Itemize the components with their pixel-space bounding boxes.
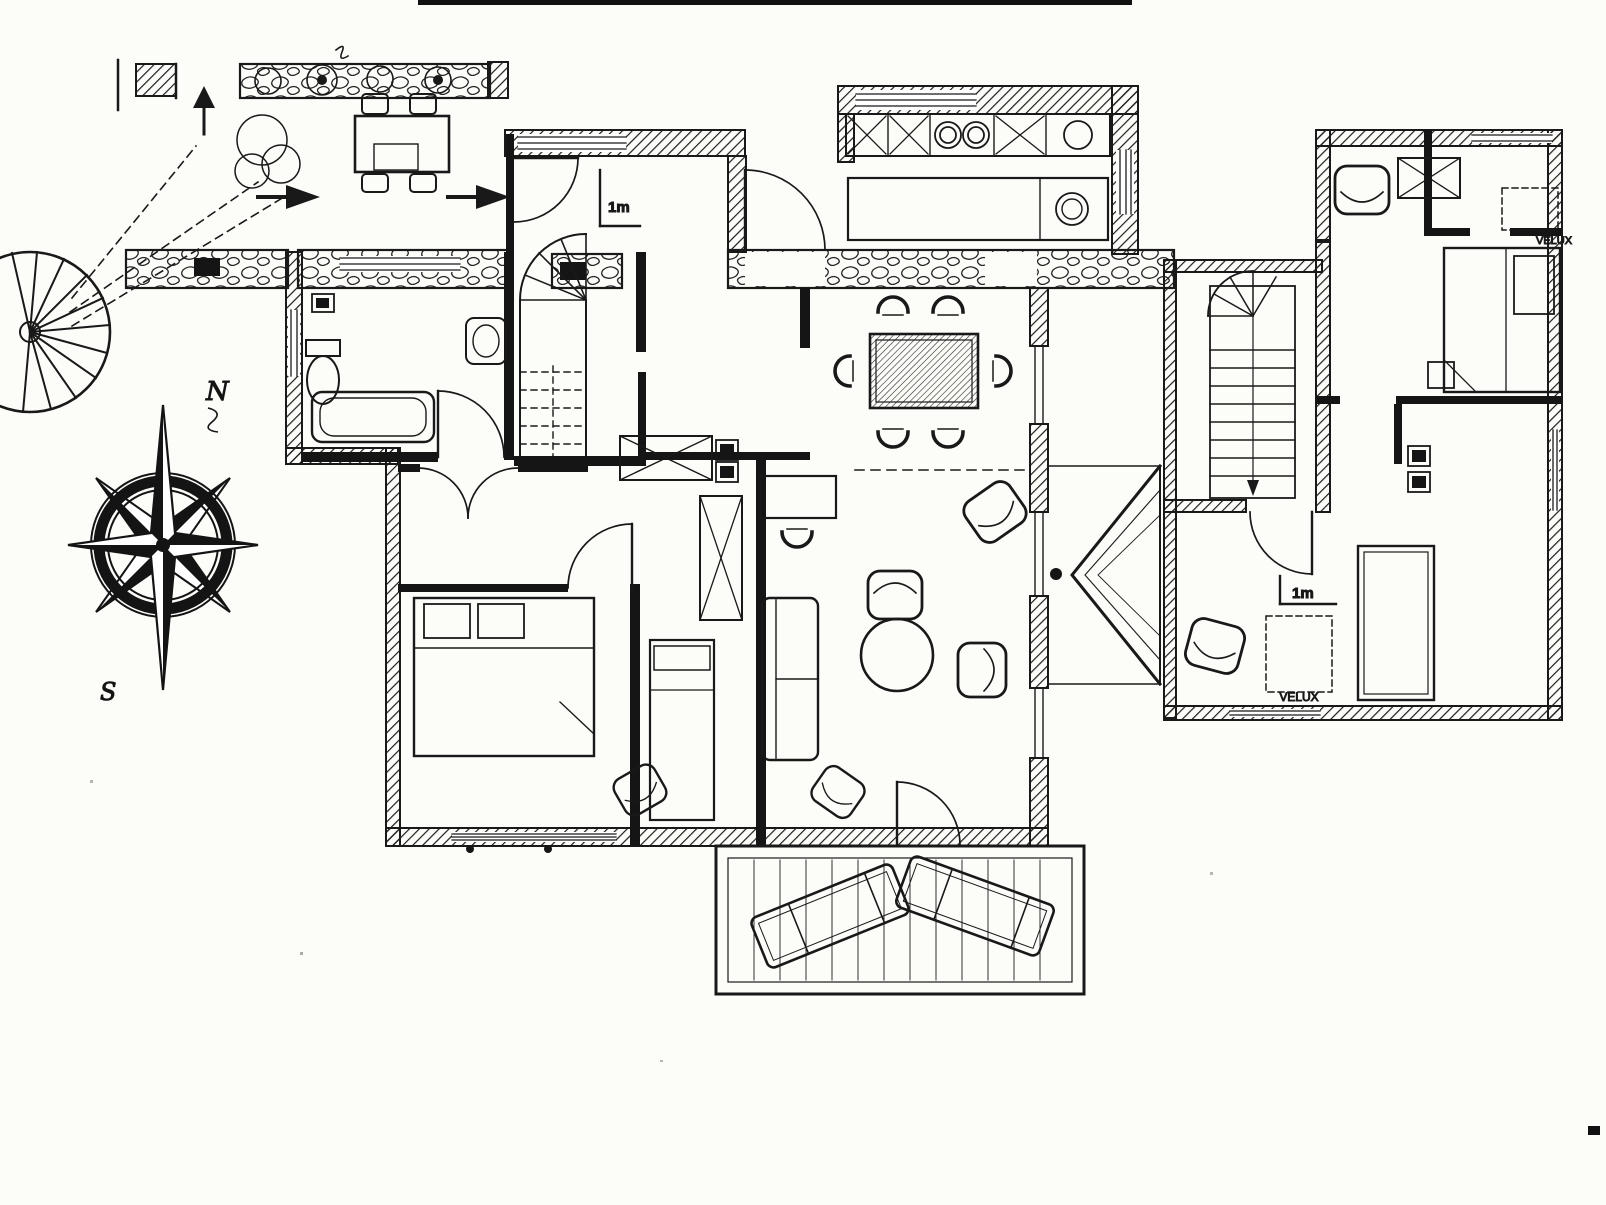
velux-skylight-lower: VELUX [1265, 615, 1333, 705]
double-bed [412, 596, 596, 758]
main-house: 1m [124, 85, 1176, 996]
right-bedroom-bed [1427, 246, 1562, 394]
shrub-icon [366, 65, 394, 93]
right-building-walls [1163, 129, 1563, 721]
stair-direction-arrow [1247, 480, 1259, 496]
sofa [760, 596, 820, 762]
living-room [758, 469, 1062, 824]
plant-tendril-icon [334, 45, 350, 60]
hob-icon [847, 115, 1045, 155]
service-shafts [1407, 445, 1431, 493]
patio-chair [409, 93, 437, 115]
daybed [648, 638, 716, 822]
planter-bed [238, 45, 509, 100]
arrow-right-icon [476, 185, 510, 209]
compass-rose: N S [67, 377, 259, 707]
velux-upper-label: VELUX [1536, 235, 1573, 247]
site-plan [0, 45, 510, 414]
patio-chair [409, 173, 437, 193]
right-building: VELUX 1m VELUX [1163, 129, 1573, 721]
patio-table [353, 114, 451, 174]
compass-north-label: N [205, 377, 230, 407]
sink-icon [934, 121, 990, 149]
terrace-deck [714, 844, 1086, 996]
nightstand [1427, 361, 1455, 389]
velux-lower-label: VELUX [1279, 690, 1318, 704]
windows [288, 90, 1134, 853]
kitchen-island [846, 176, 1110, 242]
kitchen-counter [845, 113, 1111, 157]
patio-chair [361, 93, 389, 115]
pillow [477, 603, 525, 639]
pillow [1513, 255, 1555, 315]
exterior-stone-walls [124, 248, 1176, 290]
service-shafts [311, 293, 739, 483]
dining-table [868, 332, 980, 410]
bathroom [305, 317, 507, 444]
north-flourish [207, 407, 219, 433]
entrance-arrows [193, 86, 510, 209]
wardrobe-crossed [699, 495, 743, 621]
cooktop-icon [1063, 120, 1093, 150]
right-door-swing [1249, 510, 1314, 576]
scan-artifacts [90, 0, 1600, 1135]
coffee-table-round [859, 617, 935, 693]
compass-south-label: S [100, 678, 116, 706]
island-sink-icon [1055, 192, 1089, 226]
middle-room [648, 495, 743, 822]
basin-icon [465, 317, 507, 365]
arrow-up-icon [193, 86, 215, 108]
velux-skylight-upper: VELUX [1501, 187, 1573, 248]
column-dot [1050, 568, 1062, 580]
arrow-right-icon [286, 185, 320, 209]
scan-corner-mark [1588, 1126, 1600, 1135]
shrub-icon [306, 64, 338, 96]
patio-table-set [353, 93, 451, 193]
height-marker-entry: 1m [598, 168, 642, 228]
spiral-staircase [0, 250, 112, 414]
dining-table-set [833, 295, 1013, 449]
scan-top-border [418, 0, 1132, 5]
kitchen [845, 113, 1111, 242]
wardrobe-crossed [619, 435, 713, 481]
door-swings [417, 156, 961, 848]
desk [758, 474, 838, 520]
bedroom [412, 596, 672, 821]
roof-slope [1047, 463, 1163, 687]
height-marker-right-label: 1m [1292, 585, 1314, 602]
shrub-icon [254, 67, 282, 95]
winder-staircase [518, 232, 588, 457]
height-marker-right: 1m [1278, 574, 1338, 606]
patio-tray [373, 143, 419, 171]
bathtub-icon [310, 390, 436, 444]
height-marker-entry-label: 1m [608, 199, 630, 216]
stair-flight-right [1207, 270, 1296, 499]
pillow [423, 603, 471, 639]
shrub-icon [424, 66, 452, 94]
route-dashed-lines [68, 144, 286, 328]
desk-lower-right [1356, 544, 1436, 702]
wardrobe-crossed [1397, 157, 1461, 199]
patio-chair [361, 173, 389, 193]
tree-icon [234, 114, 301, 189]
wall-fragment [116, 58, 178, 112]
